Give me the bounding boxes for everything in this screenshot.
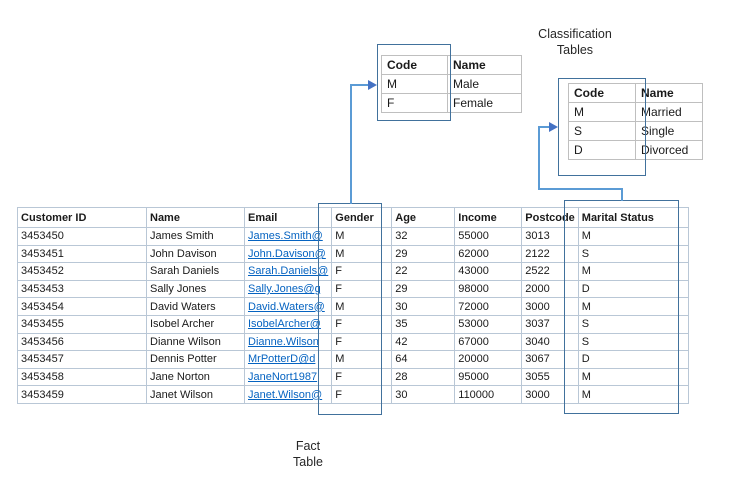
email-link[interactable]: JaneNort1987 [243, 367, 333, 387]
table-cell: 32 [391, 227, 456, 246]
table-cell: 29 [391, 244, 456, 264]
table-cell: 3453454 [17, 297, 147, 316]
table-cell: 67000 [454, 332, 523, 352]
email-link[interactable]: Janet.Wilson@ [243, 385, 333, 404]
classification-tables-label: Classification Tables [538, 27, 612, 57]
email-link[interactable]: IsobelArcher@ [243, 314, 333, 334]
table-cell: 98000 [454, 279, 523, 299]
table-cell: F [381, 93, 448, 113]
table-cell: 3453455 [17, 314, 147, 334]
marital-connector-vertical-line [538, 126, 540, 190]
table-cell: 3453452 [17, 262, 147, 281]
header-cell: Customer ID [17, 207, 147, 228]
table-cell: Jane Norton [146, 367, 245, 387]
table-cell: 3453450 [17, 227, 147, 246]
email-link[interactable]: Dianne.Wilson [243, 332, 333, 352]
table-cell: Female [447, 93, 522, 113]
table-cell: Male [447, 74, 522, 94]
marital-connector-arrowhead-icon [549, 122, 558, 132]
gender-connector-vertical-line [350, 84, 352, 204]
table-cell: 72000 [454, 297, 523, 316]
email-link[interactable]: MrPotterD@d [243, 350, 333, 369]
header-cell: Email [243, 207, 333, 228]
header-cell: Name [146, 207, 245, 228]
table-cell: David Waters [146, 297, 245, 316]
gender-connector-horizontal-line [350, 84, 369, 86]
gender-column-highlight-box [318, 203, 382, 415]
table-cell: 3453451 [17, 244, 147, 264]
header-cell: Name [635, 83, 703, 103]
header-cell: Age [391, 207, 456, 228]
marital-connector-arrow-line [538, 126, 550, 128]
table-cell: 35 [391, 314, 456, 334]
table-cell: Dennis Potter [146, 350, 245, 369]
marital-code-highlight-box [558, 78, 646, 176]
header-cell: Gender [331, 207, 393, 228]
marital-connector-horizontal-line [538, 188, 623, 190]
table-cell: 28 [391, 367, 456, 387]
marital-column-highlight-box [564, 200, 679, 414]
table-cell: 42 [391, 332, 456, 352]
fact-table-label: Fact Table [293, 439, 323, 469]
table-cell: 29 [391, 279, 456, 299]
table-cell: 64 [391, 350, 456, 369]
table-cell: 22 [391, 262, 456, 281]
table-cell: Sarah Daniels [146, 262, 245, 281]
table-cell: 53000 [454, 314, 523, 334]
table-cell: 55000 [454, 227, 523, 246]
table-cell: M [577, 385, 689, 404]
table-cell: 3453458 [17, 367, 147, 387]
table-cell: Janet Wilson [146, 385, 245, 404]
table-cell: 110000 [454, 385, 523, 404]
table-cell: 95000 [454, 367, 523, 387]
header-cell: Marital Status [577, 207, 689, 228]
table-cell: Divorced [635, 140, 703, 160]
marital-connector-stub-line [621, 188, 623, 201]
table-cell: Dianne Wilson [146, 332, 245, 352]
table-cell: 30 [391, 385, 456, 404]
table-cell: Isobel Archer [146, 314, 245, 334]
table-cell: Sally Jones [146, 279, 245, 299]
gender-connector-arrowhead-icon [368, 80, 377, 90]
table-cell: John Davison [146, 244, 245, 264]
table-cell: James Smith [146, 227, 245, 246]
table-cell: 3453457 [17, 350, 147, 369]
table-cell: Single [635, 121, 703, 141]
header-cell: Name [447, 55, 522, 75]
table-cell: 3453459 [17, 385, 147, 404]
table-cell: 43000 [454, 262, 523, 281]
header-cell: Income [454, 207, 523, 228]
table-cell: 3453453 [17, 279, 147, 299]
table-cell: 3453456 [17, 332, 147, 352]
email-link[interactable]: John.Davison@ [243, 244, 333, 264]
table-cell: 62000 [454, 244, 523, 264]
table-cell: 30 [391, 297, 456, 316]
gender-code-highlight-box [377, 44, 451, 121]
table-cell: 20000 [454, 350, 523, 369]
